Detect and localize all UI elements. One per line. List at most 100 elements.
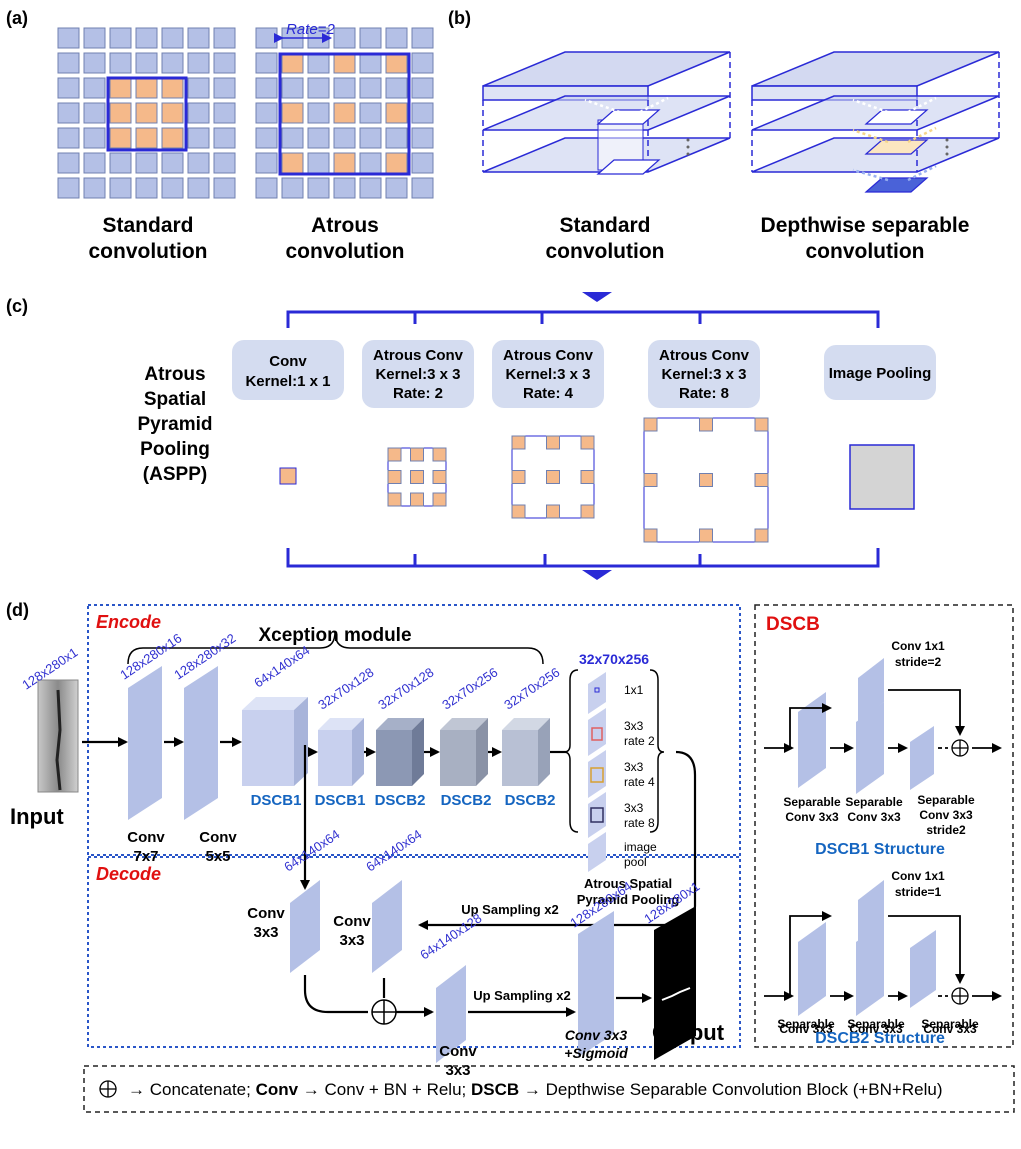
grid-cell [83, 102, 106, 124]
kernel-cell [580, 435, 595, 450]
s1-sep3 [910, 726, 934, 790]
aspp-bottom-bracket [286, 548, 880, 568]
s1-conv1x1 [858, 658, 884, 722]
grid-cell [411, 177, 434, 199]
grid-cell [83, 152, 106, 174]
kernel-cell [410, 492, 424, 507]
grid-cell [281, 127, 304, 149]
s2-sep1-l2: Conv 3x3 [779, 1022, 833, 1036]
box4-line3: Rate: 8 [679, 385, 729, 402]
grid-cell [187, 177, 210, 199]
grid-cell [109, 27, 132, 49]
grid-cell [333, 77, 356, 99]
decode-label: Decode [96, 864, 161, 884]
grid-cell [333, 127, 356, 149]
conv7-l2: 7x7 [133, 848, 158, 865]
s2-conv-l2: stride=1 [895, 885, 942, 899]
s1-concat-symbol [951, 739, 969, 757]
grid-cell [411, 102, 434, 124]
box2-line1: Atrous Conv [373, 347, 464, 364]
dim-aspp: 32x70x256 [579, 651, 649, 667]
grid-cell [307, 77, 330, 99]
dec-conv3-l1: Conv [439, 1043, 477, 1060]
atrous-conv-grid [255, 27, 434, 199]
s2-sep2 [856, 922, 884, 1016]
aspp-box-rate4 [492, 340, 604, 408]
grid-cell [385, 27, 408, 49]
kernel-cell [580, 504, 595, 519]
aspp-box-conv1x1 [232, 340, 344, 400]
dec-conv2-layer [372, 880, 402, 973]
grid-cell [213, 127, 236, 149]
s1-sep3-l2: Conv 3x3 [919, 808, 973, 822]
grid-cell [411, 77, 434, 99]
grid-cell [385, 177, 408, 199]
depthwise-volume [751, 51, 1000, 193]
panel-d-label: (d) [6, 600, 29, 620]
image-pooling-square [849, 444, 915, 510]
grid-cell [307, 102, 330, 124]
grid-cell [161, 102, 184, 124]
standard-volume [482, 51, 731, 175]
s1-sep3-l3: stride2 [926, 823, 966, 837]
grid-cell [135, 27, 158, 49]
legend-part-1: → Concatenate; [128, 1080, 256, 1099]
kernel-cell [699, 473, 713, 487]
aspp-label-5: (ASPP) [143, 464, 207, 485]
kernel-cell [643, 417, 658, 432]
dec-conv2-l2: 3x3 [339, 932, 364, 949]
box3-line3: Rate: 4 [523, 385, 574, 402]
dscb1a-label: DSCB1 [251, 792, 302, 809]
kernel-rate4 [511, 435, 595, 519]
aspp-item-1: 3x3 [624, 719, 644, 733]
grid-cell [57, 52, 80, 74]
grid-cell [411, 27, 434, 49]
grid-cell [57, 27, 80, 49]
grid-cell [255, 102, 278, 124]
grid-cell [57, 102, 80, 124]
grid-cell [135, 127, 158, 149]
s1-sep1-l1: Separable [783, 795, 841, 809]
dscb2a-cube [376, 718, 424, 786]
dim-dscb1a: 64x140x64 [251, 642, 312, 690]
kernel-rate8 [643, 417, 769, 543]
final-conv-l1: Conv 3x3 [565, 1027, 627, 1043]
box3-line1: Atrous Conv [503, 347, 594, 364]
grid-cell [135, 52, 158, 74]
legend-box [83, 1065, 1015, 1113]
s2-sep2-l2: Conv 3x3 [849, 1022, 903, 1036]
aspp-stack [588, 672, 606, 872]
s2-title: DSCB2 Structure [815, 1030, 945, 1047]
kernel-cell [580, 470, 595, 484]
kernel-rate2 [387, 447, 447, 507]
s1-sep3-l1: Separable [917, 793, 975, 807]
s1-sep2-l2: Conv 3x3 [847, 810, 901, 824]
kernel-cell [754, 528, 769, 543]
grid-cell [307, 152, 330, 174]
box3-line2: Kernel:3 x 3 [505, 366, 590, 383]
grid-cell [187, 27, 210, 49]
xception-label: Xception module [258, 625, 411, 646]
panel-a-label: (a) [6, 8, 28, 28]
grid-cell [83, 27, 106, 49]
grid-cell [359, 152, 382, 174]
dscb2b-label: DSCB2 [441, 792, 492, 809]
dscb1a-cube [242, 697, 308, 786]
kernel-cell [546, 504, 560, 519]
s2-sep1-l1: Separable [777, 1017, 835, 1031]
legend-dscb: DSCB [471, 1080, 519, 1099]
panel-b-label: (b) [448, 8, 471, 28]
conv5-l1: Conv [199, 829, 237, 846]
aspp-item-4: rate 4 [624, 775, 655, 789]
grid-cell [281, 177, 304, 199]
legend-concat-icon [99, 1080, 117, 1098]
grid-cell [109, 152, 132, 174]
grid-cell [83, 177, 106, 199]
xception-brace [127, 631, 544, 665]
grid-cell [213, 27, 236, 49]
standard-conv-title-2: convolution [89, 240, 208, 263]
b-depthwise-title-2: convolution [806, 240, 925, 263]
grid-cell [135, 102, 158, 124]
decode-box [87, 856, 741, 1048]
kernel-cell [699, 528, 713, 543]
